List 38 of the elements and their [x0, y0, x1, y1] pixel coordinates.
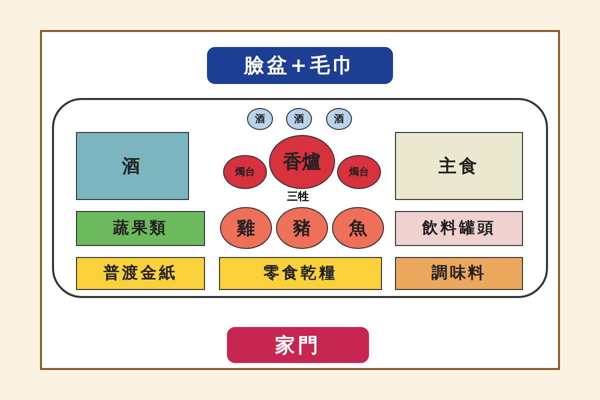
offering-circle	[247, 108, 273, 130]
offering-label: 魚	[349, 217, 367, 240]
offering-box	[219, 257, 382, 290]
offering-box	[395, 257, 523, 290]
offering-box	[76, 211, 205, 246]
offering-box	[395, 132, 523, 200]
offering-circle	[269, 135, 335, 189]
offering-label: 酒	[255, 112, 265, 126]
sign-text: 臉盆+毛巾	[244, 52, 356, 79]
offering-label: 雞	[237, 217, 255, 240]
offering-label: 酒	[294, 112, 304, 126]
offering-circle	[332, 207, 384, 249]
offering-box	[395, 211, 523, 246]
offering-label: 調味料	[431, 263, 487, 284]
offering-label: 燭台	[235, 166, 255, 179]
offering-label: 飲料罐頭	[422, 218, 496, 239]
offering-label: 主食	[438, 155, 480, 178]
offering-label: 普渡金紙	[104, 263, 178, 284]
offering-box	[76, 257, 205, 290]
offering-label: 蔬果類	[112, 218, 168, 239]
offering-circle	[337, 155, 381, 189]
sign-panel	[207, 47, 393, 84]
offering-label: 酒	[334, 112, 344, 126]
offering-label: 香爐	[283, 150, 321, 175]
offering-box	[76, 132, 189, 200]
offering-circle	[220, 207, 272, 249]
offering-circle	[276, 207, 328, 249]
group-label: 三牲	[287, 189, 309, 204]
offering-label: 酒	[122, 155, 143, 178]
offering-label: 燭台	[349, 166, 369, 179]
offering-label: 豬	[293, 217, 311, 240]
offering-circle	[326, 108, 352, 130]
offering-circle	[286, 108, 312, 130]
sign-panel	[227, 327, 369, 363]
offering-circle	[223, 155, 267, 189]
offering-label: 零食乾糧	[264, 263, 338, 284]
sign-text: 家門	[275, 332, 321, 358]
table-outline	[52, 98, 548, 298]
